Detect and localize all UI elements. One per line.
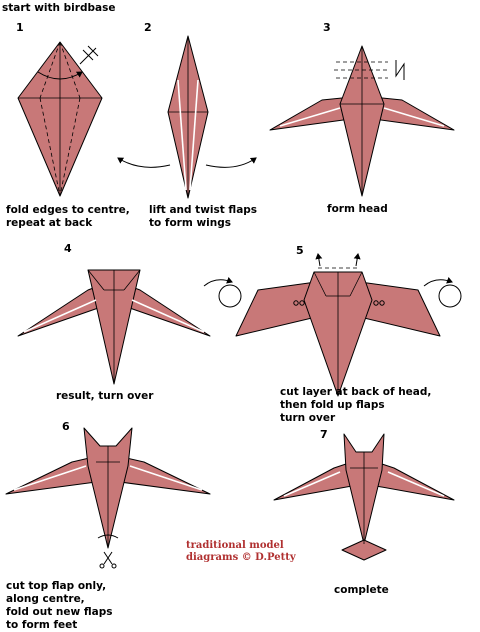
step5-caption: cut layer at back of head, then fold up …: [280, 386, 432, 424]
credit-note: traditional model diagrams © D.Petty: [186, 540, 296, 563]
step7-caption: complete: [334, 584, 389, 596]
step6-caption: cut top flap only, along centre, fold ou…: [6, 580, 113, 631]
step-number-1: 1: [16, 21, 24, 34]
step-number-3: 3: [323, 21, 331, 34]
step-number-4: 4: [64, 242, 72, 255]
step3-figure: [269, 45, 455, 197]
step4-figure: [17, 269, 211, 385]
step2-caption: lift and twist flaps to form wings: [149, 204, 258, 229]
page-title: start with birdbase: [2, 2, 116, 14]
step1-figure: [17, 41, 103, 197]
step-number-7: 7: [320, 428, 328, 441]
step4-caption: result, turn over: [56, 390, 154, 402]
step-number-2: 2: [144, 21, 152, 34]
step2-figure: [117, 35, 257, 199]
step7-figure: [273, 433, 455, 561]
step-number-5: 5: [296, 244, 304, 257]
step-number-6: 6: [62, 420, 70, 433]
step3-caption: form head: [327, 203, 388, 215]
step5-figure: [203, 253, 462, 397]
step6-figure: [5, 427, 211, 569]
step1-caption: fold edges to centre, repeat at back: [6, 204, 130, 229]
